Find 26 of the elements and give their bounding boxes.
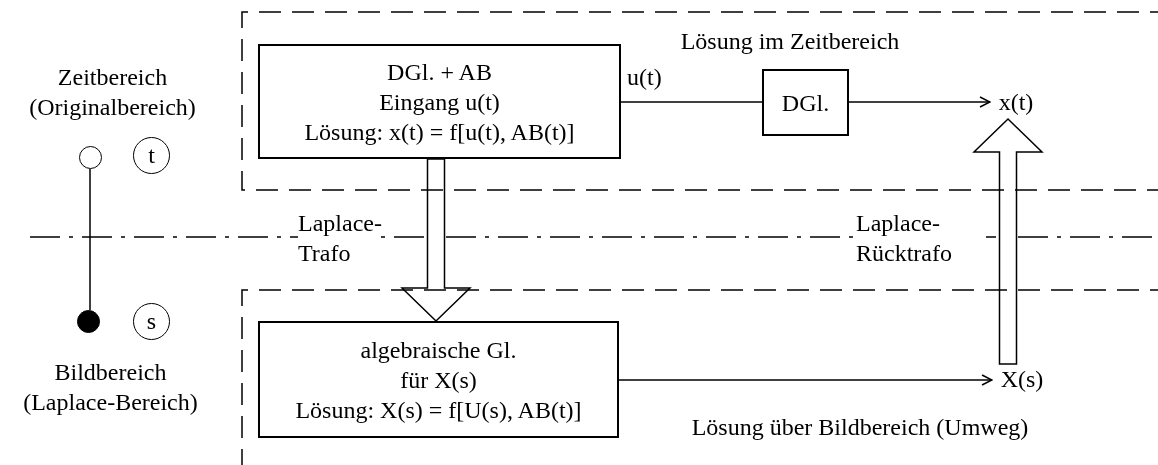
signal-label: Bildbereich (Laplace-Bereich) [8,357,213,419]
signal-label: X(s) [992,364,1052,396]
box-text: Lösung: X(s) = f[U(s), AB(t)] [295,395,582,425]
region-heading: Lösung im Zeitbereich [679,27,901,56]
signal-label: x(t) [990,87,1042,119]
connector-line [620,101,763,103]
box-text: algebraische Gl. [360,335,517,365]
box-text: DGl. [781,88,830,118]
process-box [258,44,621,159]
hollow-circle [79,146,102,169]
solid-circle [77,310,100,333]
connector-line [89,168,91,311]
circled-letter: s [133,303,170,340]
box-text: Eingang u(t) [379,87,500,117]
region-heading: Lösung über Bildbereich (Umweg) [690,413,1030,442]
circled-letter: t [133,137,170,174]
box-text: Lösung: x(t) = f[u(t), AB(t)] [304,117,575,147]
box-text: DGl. + AB [387,57,492,87]
hollow-block-arrow [972,117,1044,365]
process-box [762,69,849,136]
process-box [258,321,619,438]
arrow [618,374,993,386]
signal-label: Zeitbereich (Originalbereich) [5,62,220,124]
arrow [848,96,991,108]
hollow-block-arrow [400,158,472,323]
box-text: für X(s) [400,365,477,395]
